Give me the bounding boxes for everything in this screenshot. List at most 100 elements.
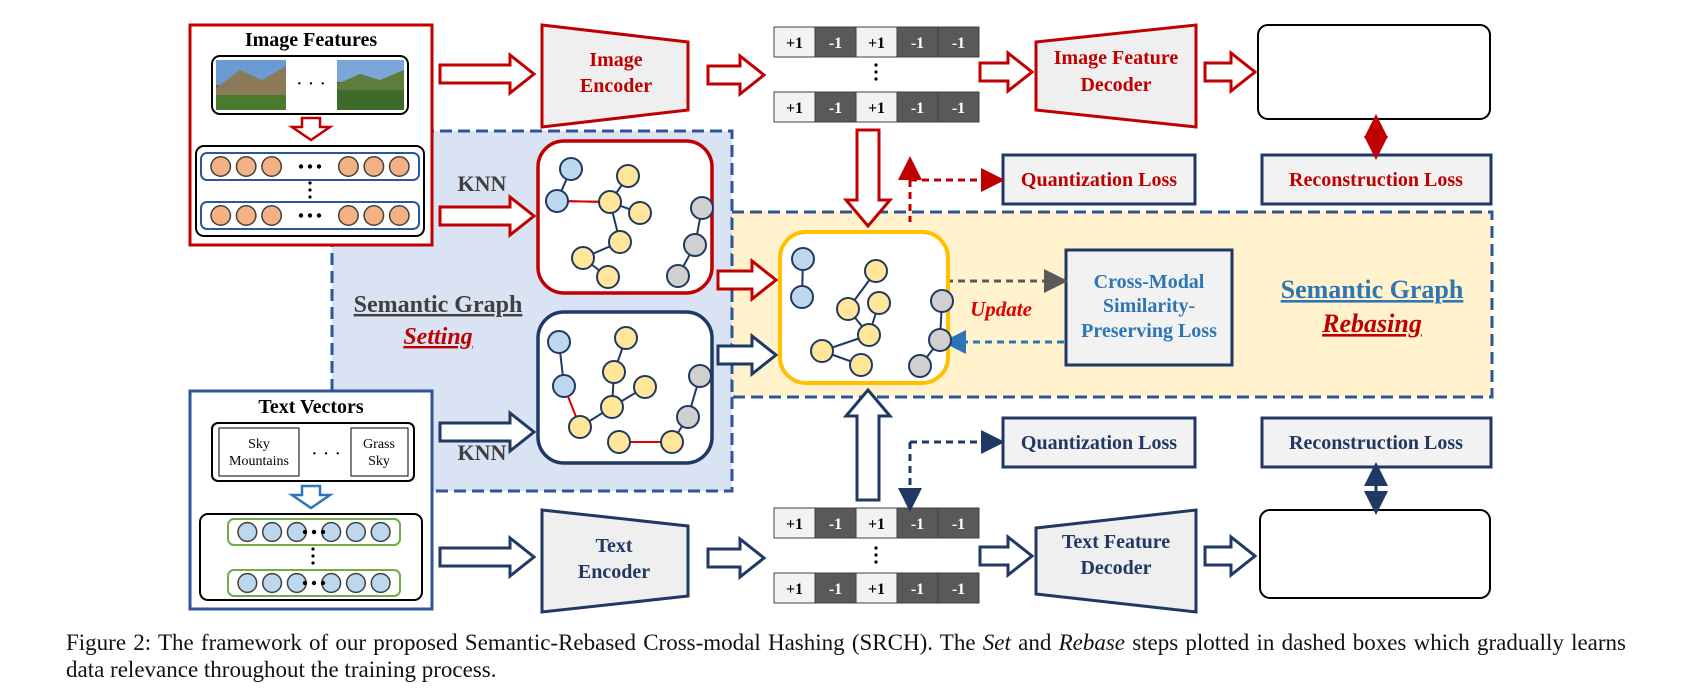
image-vector-strip-2 xyxy=(200,201,420,230)
word-box-left-line1: Sky xyxy=(248,437,270,452)
ellipsis-dot xyxy=(298,164,304,169)
word-strip-ellipsis: · · · xyxy=(311,443,341,465)
image-reconstruction-output-box xyxy=(1257,24,1491,120)
ellipsis-dot xyxy=(316,213,322,218)
hash-bit-label: -1 xyxy=(829,516,842,533)
vector-element xyxy=(235,205,257,226)
image-decoder-line1: Image Feature xyxy=(1054,47,1179,69)
hash-bit-label: -1 xyxy=(952,35,965,52)
text-encoder-line1: Text xyxy=(595,535,632,557)
vector-element xyxy=(261,156,283,177)
vector-element xyxy=(210,156,232,177)
text-vector-strip-1 xyxy=(227,518,401,546)
hash-bit-cell xyxy=(855,507,898,539)
update-label: Update xyxy=(970,297,1032,321)
cross-modal-loss-line2: Similarity- xyxy=(1103,295,1195,317)
caption-part2: and xyxy=(1010,630,1059,655)
ellipsis-dot xyxy=(874,77,878,81)
graph-node xyxy=(568,415,592,439)
graph-node xyxy=(571,246,595,270)
down-hollow-arrow-text xyxy=(287,484,335,510)
graph-node xyxy=(545,189,569,213)
hash-bit-cell xyxy=(896,26,939,58)
hash-bit-cell xyxy=(896,91,939,123)
graph-node xyxy=(598,190,622,214)
vector-element xyxy=(210,205,232,226)
cross-modal-loss-line3: Preserving Loss xyxy=(1081,320,1217,342)
graph-node xyxy=(608,230,632,254)
arrow-text-graph-to-rebased xyxy=(716,332,779,378)
graph-node xyxy=(596,265,620,289)
vector-element xyxy=(337,205,359,226)
ellipsis-dot xyxy=(307,164,313,169)
semantic-graph-setting-subtitle: Setting xyxy=(403,324,472,350)
graph-node xyxy=(628,201,652,225)
ellipsis-dot xyxy=(302,580,308,586)
hash-bit-label: -1 xyxy=(911,100,924,117)
arrow-encoder-to-hash xyxy=(706,52,767,98)
graph-node xyxy=(836,297,860,321)
ellipsis-dot xyxy=(316,164,322,169)
graph-node xyxy=(600,395,624,419)
cross-modal-similarity-loss: Cross-Modal Similarity- Preserving Loss xyxy=(1064,248,1234,367)
semantic-graph-rebasing-subtitle: Rebasing xyxy=(1321,309,1422,338)
hash-bit-label: -1 xyxy=(911,516,924,533)
knn-label-top: KNN xyxy=(458,171,507,196)
reconstruction-loss-top-label: Reconstruction Loss xyxy=(1289,169,1463,191)
hash-bit-label: -1 xyxy=(911,581,924,598)
ellipsis-dot xyxy=(874,560,878,564)
down-hollow-arrow-image xyxy=(287,116,335,142)
hash-bit-cell xyxy=(937,572,980,604)
hash-bit-label: +1 xyxy=(786,100,803,117)
graph-node xyxy=(559,157,583,181)
graph-node xyxy=(547,330,571,354)
arrow-text-hash-to-graph xyxy=(842,387,894,502)
graph-node xyxy=(660,430,684,454)
ellipsis-dot xyxy=(308,195,312,199)
hash-bit-label: -1 xyxy=(952,516,965,533)
text-hash-code-row-2: +1-1+1-1-1 xyxy=(773,572,980,604)
semantic-graph-rebasing-title: Semantic Graph xyxy=(1281,275,1464,304)
arrow-image-hash-to-graph xyxy=(842,128,894,229)
reconstruction-loss-top: Reconstruction Loss xyxy=(1260,153,1493,206)
vector-element xyxy=(363,205,385,226)
arrow-hash-to-decoder xyxy=(978,49,1035,95)
caption-rebase-word: Rebase xyxy=(1058,630,1125,655)
arrow-image-to-encoder xyxy=(438,51,537,97)
image-semantic-graph xyxy=(545,157,714,289)
text-vectors-title: Text Vectors xyxy=(258,396,364,418)
hash-bit-label: -1 xyxy=(911,35,924,52)
hash-bit-cell xyxy=(855,91,898,123)
hash-bit-label: +1 xyxy=(868,35,885,52)
hash-bit-cell xyxy=(814,572,857,604)
hash-bit-cell xyxy=(773,507,816,539)
flow-arrows xyxy=(438,49,1258,581)
hash-bit-cell xyxy=(814,91,857,123)
caption-part1: Figure 2: The framework of our proposed … xyxy=(66,630,983,655)
ellipsis-dot xyxy=(311,580,317,586)
vector-element xyxy=(235,156,257,177)
caption-set-word: Set xyxy=(982,630,1011,655)
arrow-text-decoder-to-recon xyxy=(1203,533,1258,579)
graph-node xyxy=(676,405,700,429)
vector-element xyxy=(237,572,258,594)
text-hash-code-row-1: +1-1+1-1-1 xyxy=(773,507,980,539)
hash-bit-label: -1 xyxy=(952,100,965,117)
hash-bit-cell xyxy=(814,26,857,58)
image-hash-code-row-2: +1-1+1-1-1 xyxy=(773,91,980,123)
arrow-text-hash-to-decoder xyxy=(978,533,1035,579)
text-encoder: Text Encoder xyxy=(540,508,690,614)
text-decoder-line2: Decoder xyxy=(1080,557,1151,579)
hash-bit-cell xyxy=(855,26,898,58)
text-feature-decoder: Text Feature Decoder xyxy=(1034,508,1198,614)
hash-bit-label: +1 xyxy=(868,100,885,117)
srch-framework-diagram: Image Features · · · Text Vectors Sky Mo… xyxy=(188,23,1494,614)
vector-element xyxy=(345,572,367,594)
hash-bit-label: +1 xyxy=(868,516,885,533)
graph-node xyxy=(616,164,640,188)
caption-part3: steps plotted in dashed boxes which grad… xyxy=(66,630,1627,682)
vector-element xyxy=(261,521,283,543)
text-decoder-line1: Text Feature xyxy=(1062,531,1170,553)
image-decoder-line2: Decoder xyxy=(1080,74,1151,96)
reconstruction-loss-bottom: Reconstruction Loss xyxy=(1260,416,1493,469)
